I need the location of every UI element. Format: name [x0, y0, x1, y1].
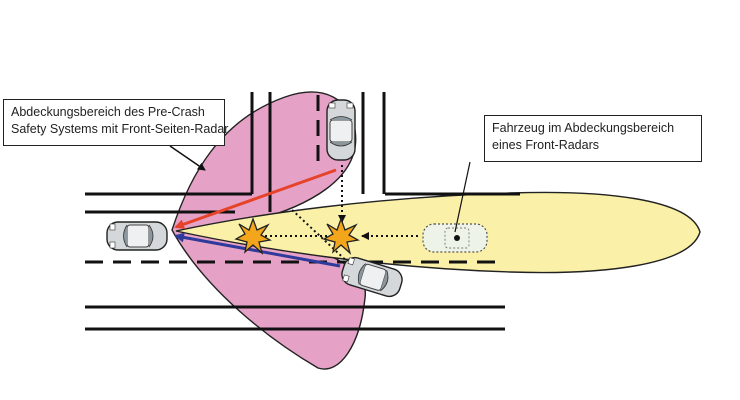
front-radar-callout-line1: Fahrzeug im Abdeckungsbereich [492, 121, 675, 135]
left-callout-pointer [169, 145, 206, 171]
front-radar-callout: Fahrzeug im Abdeckungsbereich eines Fron… [484, 115, 702, 162]
right-callout-pointer [454, 161, 471, 233]
red-radar-arrow [174, 168, 337, 230]
front-radar-target-car-icon [422, 223, 488, 253]
blue-radar-arrow [174, 232, 341, 268]
host-car-icon [106, 221, 168, 251]
trajectory-lines [250, 165, 418, 267]
crossing-car-top-icon [326, 99, 356, 161]
side-radar-callout-line1: Abdeckungsbereich des Pre-Crash [11, 105, 205, 119]
side-radar-callout-line2: Safety Systems mit Front-Seiten-Radar [11, 122, 229, 136]
side-radar-callout: Abdeckungsbereich des Pre-Crash Safety S… [3, 99, 229, 146]
front-radar-callout-line2: eines Front-Radars [492, 138, 599, 152]
collision-burst-icon [322, 217, 360, 255]
collision-burst-icon [234, 217, 272, 255]
